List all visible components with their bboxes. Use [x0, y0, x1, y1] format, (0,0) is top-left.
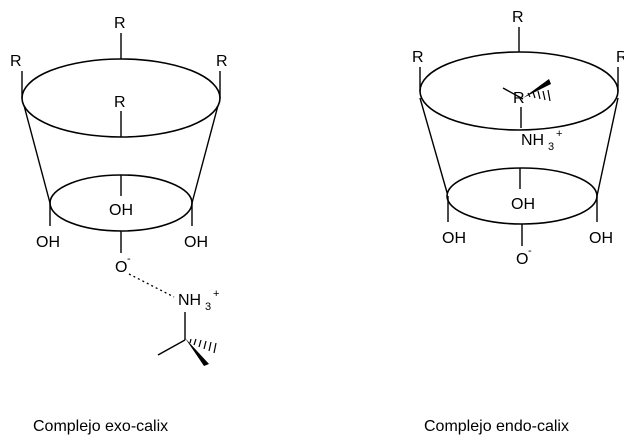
- endo-oxide-label: O: [516, 251, 528, 268]
- exo-hydrogen-bond: [128, 273, 175, 298]
- endo-cone-left-side: [419, 97, 449, 197]
- exo-cone-right-side: [191, 97, 221, 204]
- endo-r-label-right: R: [616, 49, 624, 66]
- endo-guest-methyl-bond: [502, 87, 524, 100]
- exo-oxide-charge: -: [127, 253, 131, 265]
- endo-r-label-left: R: [412, 49, 424, 66]
- exo-cone-left-side: [21, 97, 51, 204]
- exo-wedge-bond: [185, 338, 209, 366]
- exo-caption: Complejo exo-calix: [33, 418, 168, 435]
- endo-oh-label-right: OH: [589, 230, 613, 247]
- endo-ammonium-charge: +: [556, 128, 562, 140]
- endo-caption: Complejo endo-calix: [424, 418, 569, 435]
- exo-oxide-label: O: [115, 259, 127, 276]
- exo-r-label-top: R: [114, 15, 126, 32]
- endo-oh-label-left: OH: [442, 230, 466, 247]
- exo-hash-bond: [189, 338, 217, 354]
- exo-oh-label-top: OH: [109, 202, 133, 219]
- endo-oh-label-top: OH: [511, 196, 535, 213]
- exo-oh-label-right: OH: [184, 234, 208, 251]
- exo-r-label-left: R: [10, 53, 22, 70]
- endo-guest-skeleton: R NH 3 +: [502, 79, 562, 153]
- exo-ammonium-skeleton: [157, 312, 217, 366]
- endo-r-label-top: R: [512, 9, 524, 26]
- exo-r-label-right: R: [216, 53, 228, 70]
- endo-guest-wedge: [523, 79, 551, 98]
- endo-ammonium-subscript: 3: [548, 141, 554, 153]
- exo-r-label-front: R: [114, 94, 126, 111]
- exo-ammonium-subscript: 3: [205, 301, 211, 313]
- exo-oh-label-left: OH: [36, 234, 60, 251]
- endo-r-label-inner: R: [513, 90, 525, 107]
- endo-cone-right-side: [596, 97, 619, 197]
- exo-ammonium-charge: +: [213, 288, 219, 300]
- endo-r-label-bg: [513, 88, 527, 104]
- endo-ammonium-label: NH: [521, 132, 544, 149]
- exo-methyl-bond: [157, 339, 186, 356]
- exo-ammonium-label: NH: [178, 292, 201, 309]
- endo-oxide-charge: -: [528, 245, 532, 257]
- endo-guest-hash: [527, 89, 551, 102]
- endo-calix-complex: R R R R NH 3 + OH OH: [412, 9, 624, 435]
- exo-calix-complex: R R R R OH OH OH O - NH 3 +: [10, 15, 228, 435]
